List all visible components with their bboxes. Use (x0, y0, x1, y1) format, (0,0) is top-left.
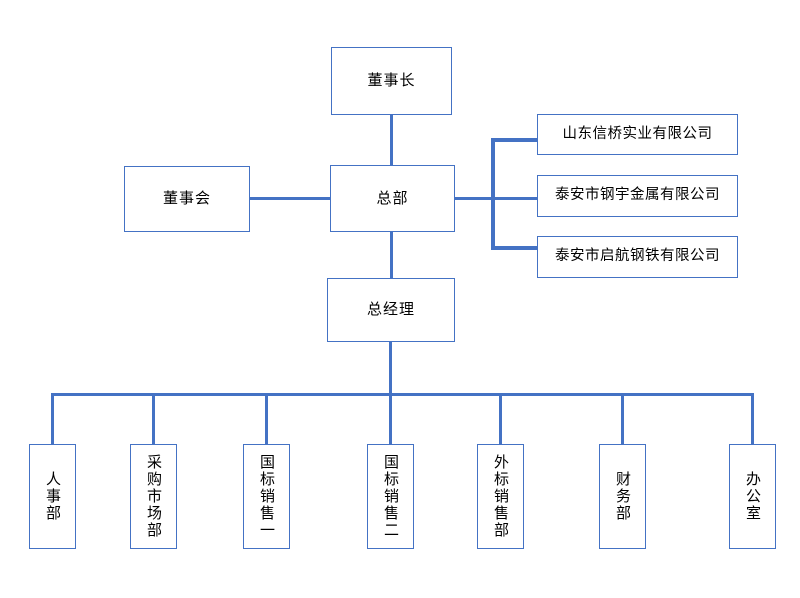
node-department-hr[interactable]: 人事部 (29, 444, 76, 549)
connector-subsidiary-arm-3 (491, 246, 538, 250)
node-board-of-directors[interactable]: 董事会 (124, 166, 250, 232)
connector-headquarters-to-bracket (454, 197, 494, 200)
node-department-procurement-marketing-label: 采购市场部 (145, 454, 163, 539)
node-subsidiary-2-label: 泰安市钢宇金属有限公司 (555, 187, 720, 204)
node-subsidiary-3[interactable]: 泰安市启航钢铁有限公司 (537, 236, 738, 278)
connector-subsidiary-spine (491, 138, 495, 250)
node-subsidiary-2[interactable]: 泰安市钢宇金属有限公司 (537, 175, 738, 217)
connector-department-bus (51, 393, 754, 396)
node-general-manager-label: 总经理 (366, 300, 415, 319)
node-chairman-label: 董事长 (367, 71, 416, 90)
node-department-finance-label: 财务部 (614, 471, 632, 522)
node-general-manager[interactable]: 总经理 (327, 278, 455, 342)
node-department-domestic-sales-1[interactable]: 国标销售一 (243, 444, 290, 549)
node-department-export-sales-label: 外标销售部 (492, 454, 510, 539)
connector-department-drop-6 (621, 393, 624, 445)
connector-general-manager-to-bus (389, 341, 392, 395)
node-department-office[interactable]: 办公室 (729, 444, 776, 549)
node-department-export-sales[interactable]: 外标销售部 (477, 444, 524, 549)
node-department-hr-label: 人事部 (44, 471, 62, 522)
connector-department-drop-7 (751, 393, 754, 445)
node-department-office-label: 办公室 (744, 471, 762, 522)
node-department-domestic-sales-2[interactable]: 国标销售二 (367, 444, 414, 549)
node-headquarters[interactable]: 总部 (330, 165, 455, 232)
node-department-procurement-marketing[interactable]: 采购市场部 (130, 444, 177, 549)
node-subsidiary-3-label: 泰安市启航钢铁有限公司 (555, 248, 720, 265)
node-department-domestic-sales-1-label: 国标销售一 (258, 454, 276, 539)
connector-department-drop-2 (152, 393, 155, 445)
connector-department-drop-4 (389, 393, 392, 445)
node-department-finance[interactable]: 财务部 (599, 444, 646, 549)
connector-subsidiary-arm-2 (491, 197, 538, 200)
node-chairman[interactable]: 董事长 (331, 47, 452, 115)
node-subsidiary-1[interactable]: 山东信桥实业有限公司 (537, 114, 738, 155)
connector-subsidiary-arm-1 (491, 138, 538, 142)
node-department-domestic-sales-2-label: 国标销售二 (382, 454, 400, 539)
node-board-of-directors-label: 董事会 (162, 189, 211, 208)
connector-department-drop-1 (51, 393, 54, 445)
connector-chairman-to-headquarters (390, 114, 393, 166)
node-subsidiary-1-label: 山东信桥实业有限公司 (562, 125, 713, 142)
connector-department-drop-3 (265, 393, 268, 445)
connector-board-to-headquarters (249, 197, 331, 200)
connector-headquarters-to-general-manager (390, 231, 393, 279)
node-headquarters-label: 总部 (376, 188, 409, 207)
connector-department-drop-5 (499, 393, 502, 445)
